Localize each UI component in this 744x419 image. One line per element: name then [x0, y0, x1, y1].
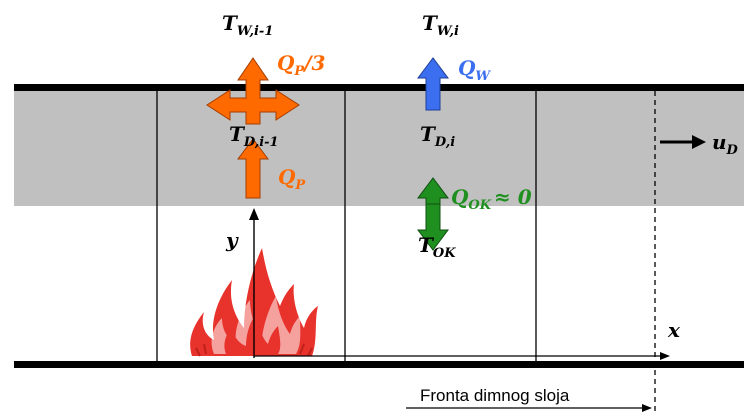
- front-caption: Fronta dimnog sloja: [420, 386, 570, 405]
- qok-label: QOK≈ 0: [451, 185, 532, 213]
- x-axis-label: x: [667, 318, 681, 342]
- td-prev-label: TD,i-1: [229, 122, 279, 150]
- blue-arrow-up-icon: [417, 57, 449, 111]
- double-arrow-icon-down: [417, 203, 449, 251]
- arrow-up-icon: [237, 138, 269, 199]
- ceiling-wall: [14, 84, 744, 91]
- qw-label: QW: [458, 56, 491, 84]
- qp-label: QP: [278, 165, 306, 193]
- tw-prev-label: TW,i-1: [222, 11, 273, 39]
- tw-cur-label: TW,i: [422, 11, 459, 39]
- y-axis-label: y: [225, 228, 239, 252]
- smoke-layer: [14, 91, 744, 206]
- ud-label: uD: [712, 130, 739, 158]
- x-axis-arrowhead: [660, 352, 670, 360]
- td-cur-label: TD,i: [420, 122, 455, 150]
- arrow-right-icon: [692, 135, 706, 149]
- cross-arrow-icon: [206, 57, 300, 125]
- qp3-label: QP/3: [277, 51, 326, 79]
- floor-wall: [14, 361, 744, 368]
- front-caption-arrowhead: [642, 404, 652, 412]
- tok-label: TOK: [418, 233, 456, 261]
- y-axis-arrowhead: [249, 208, 259, 220]
